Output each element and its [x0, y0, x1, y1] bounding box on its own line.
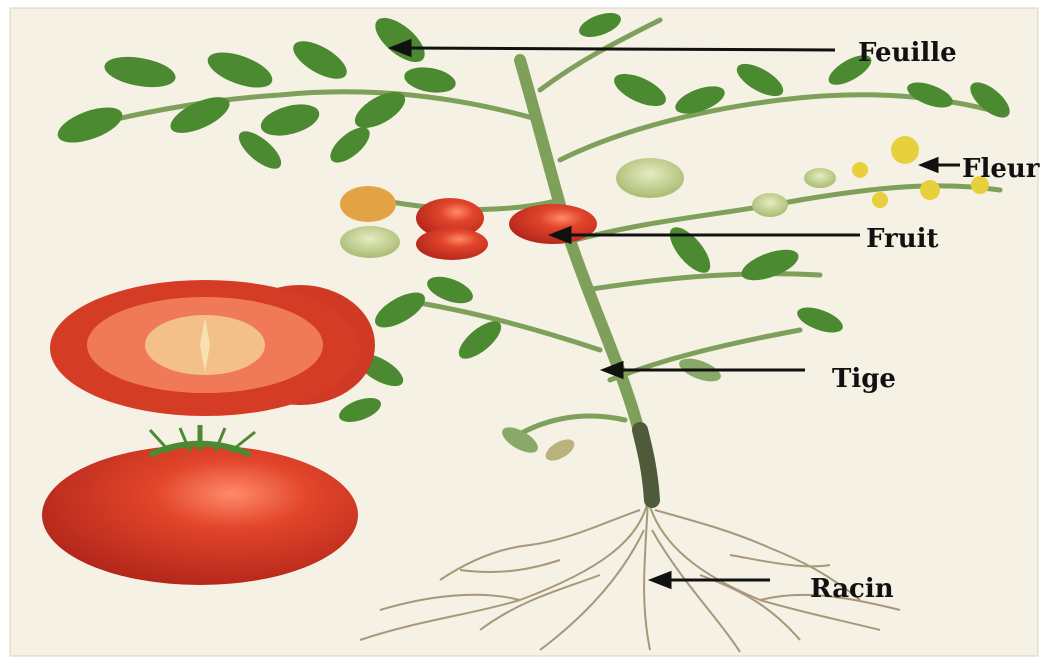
label-fleur: Fleur — [962, 156, 1044, 182]
sliced-tomato — [50, 280, 375, 416]
label-feuille: Feuille — [858, 40, 957, 66]
label-tige: Tige — [832, 366, 896, 392]
label-racin: Racin — [810, 576, 894, 602]
arrow-feuille — [408, 48, 835, 50]
label-fruit: Fruit — [866, 226, 939, 252]
